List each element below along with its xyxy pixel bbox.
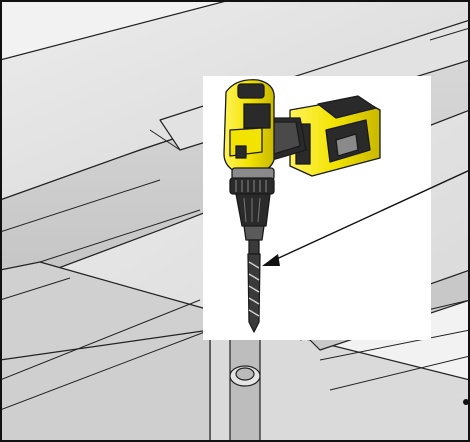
motor-housing-icon [223,79,275,175]
drill-icon [223,79,381,333]
arrowhead-icon [262,254,280,266]
chuck-icon [235,193,271,241]
drill-bit-icon [247,239,261,333]
mounting-hole [229,365,261,387]
callout-leader [262,169,470,266]
reference-dot [463,399,469,405]
bottom-left-floor [0,329,211,442]
clutch-collar-icon [229,167,275,195]
